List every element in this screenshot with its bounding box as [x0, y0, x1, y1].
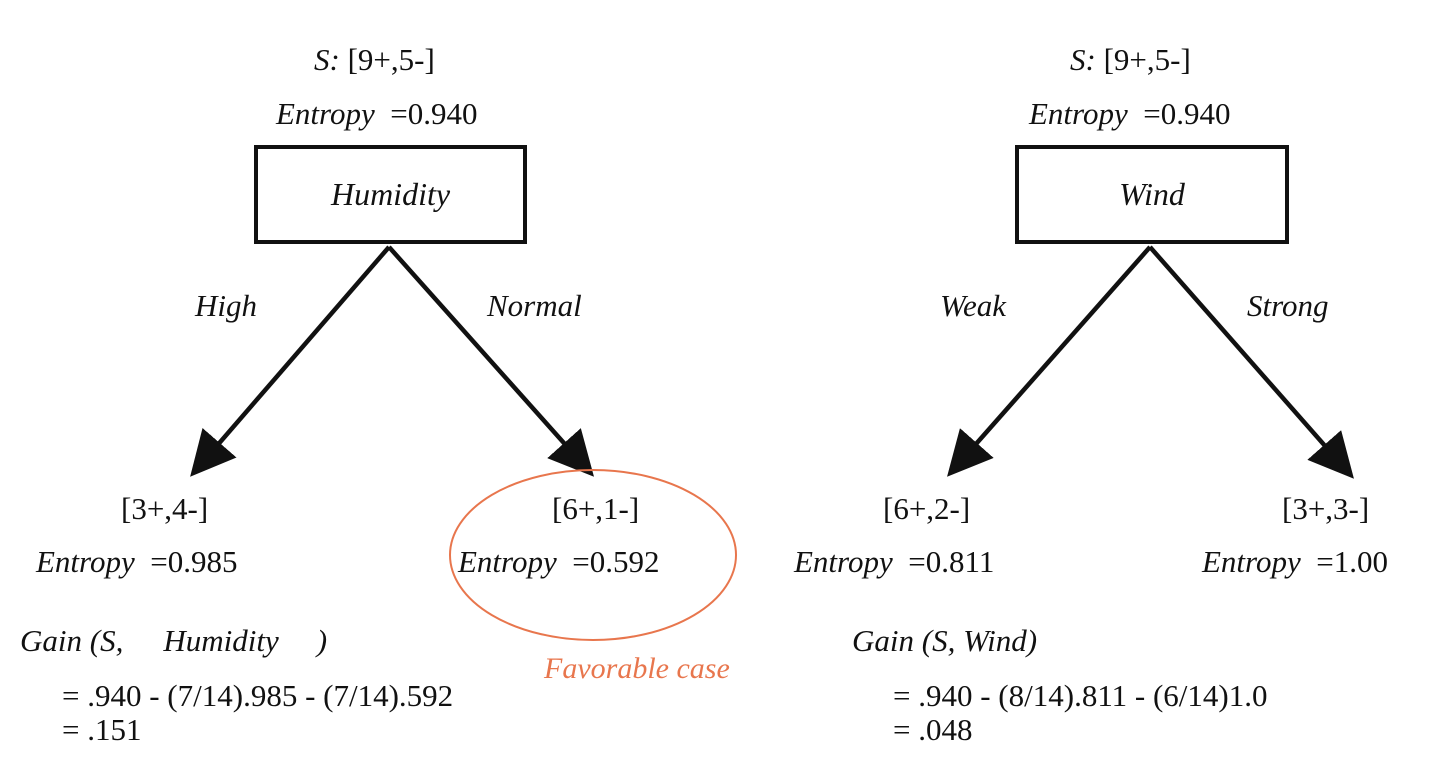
wind-gain-label: Gain (S, Wind): [852, 623, 1038, 658]
strong-leaf-entropy: Entropy =1.00: [1202, 546, 1388, 577]
gain-suffix: ): [316, 623, 328, 658]
gain-prefix: Gain (S,: [20, 623, 124, 658]
humidity-root-set: S: [9+,5-]: [314, 44, 435, 75]
humidity-gain-label: Gain (S, Humidity): [20, 625, 327, 656]
edge-wind-weak: [947, 245, 1152, 477]
entropy-value: =0.940: [1143, 96, 1231, 131]
normal-leaf-counts: [6+,1-]: [552, 491, 640, 526]
humidity-gain-line1: = .940 - (7/14).985 - (7/14).592: [62, 678, 454, 713]
entropy-label: Entropy: [276, 96, 375, 131]
branch-label-high: High: [195, 288, 257, 323]
edge-humidity-high: [190, 245, 391, 477]
branch-label-weak: Weak: [940, 288, 1006, 323]
weak-leaf-counts: [6+,2-]: [883, 491, 971, 526]
normal-leaf-entropy: Entropy =0.592: [458, 546, 659, 577]
wind-root-entropy: Entropy =0.940: [1029, 98, 1230, 129]
entropy-label: Entropy: [1029, 96, 1128, 131]
favorable-case-annotation: Favorable case: [544, 652, 730, 685]
wind-root-set: S: [9+,5-]: [1070, 44, 1191, 75]
wind-gain-line2: = .048: [893, 712, 973, 747]
branch-label-normal: Normal: [487, 288, 582, 323]
entropy-label: Entropy: [1202, 544, 1301, 579]
humidity-root-entropy: Entropy =0.940: [276, 98, 477, 129]
attribute-label: Humidity: [330, 176, 451, 212]
high-leaf-entropy: Entropy =0.985: [36, 546, 237, 577]
wind-attribute-node: Wind: [1015, 145, 1289, 244]
set-label: S:: [1070, 42, 1096, 77]
entropy-value: =0.811: [908, 544, 995, 579]
humidity-attribute-node: Humidity: [254, 145, 527, 244]
branch-label-strong: Strong: [1247, 288, 1329, 323]
attribute-label: Wind: [1119, 176, 1185, 212]
weak-leaf-entropy: Entropy =0.811: [794, 546, 994, 577]
gain-attr: Humidity: [163, 623, 279, 658]
entropy-value: =0.592: [572, 544, 660, 579]
humidity-gain-line2: = .151: [62, 712, 142, 747]
wind-gain-line1: = .940 - (8/14).811 - (6/14)1.0: [893, 678, 1268, 713]
entropy-label: Entropy: [458, 544, 557, 579]
high-leaf-counts: [3+,4-]: [121, 491, 209, 526]
set-counts: [9+,5-]: [1103, 42, 1191, 77]
entropy-value: =0.940: [390, 96, 478, 131]
set-counts: [9+,5-]: [347, 42, 435, 77]
entropy-label: Entropy: [794, 544, 893, 579]
favorable-case-ellipse: [449, 469, 737, 641]
entropy-value: =1.00: [1316, 544, 1388, 579]
edge-humidity-normal: [387, 245, 594, 477]
entropy-label: Entropy: [36, 544, 135, 579]
edge-wind-strong: [1148, 245, 1354, 479]
entropy-value: =0.985: [150, 544, 238, 579]
strong-leaf-counts: [3+,3-]: [1282, 491, 1370, 526]
set-label: S:: [314, 42, 340, 77]
